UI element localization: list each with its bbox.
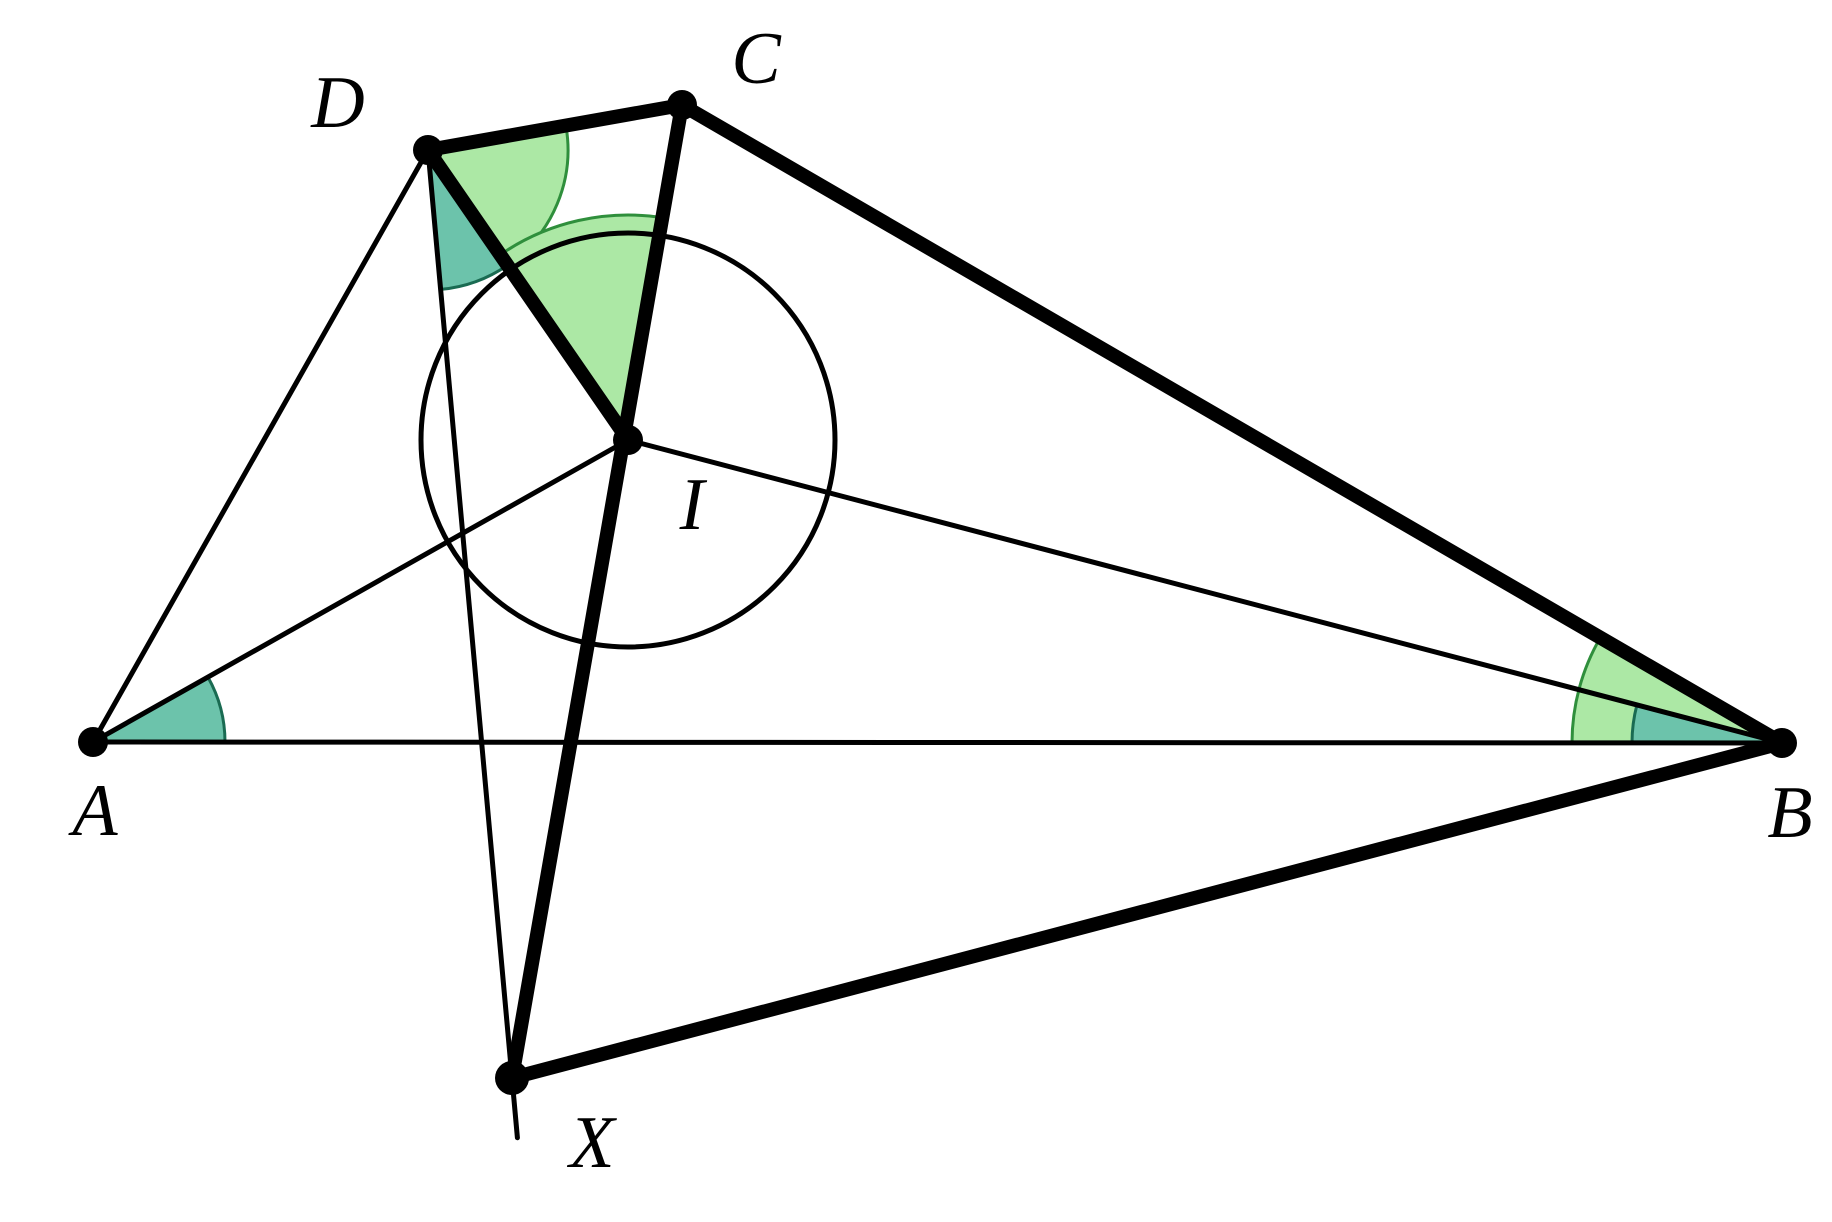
angle-fill-layer <box>87 123 1788 745</box>
incircle-layer <box>418 230 838 650</box>
vertex-dot-A <box>78 727 108 757</box>
vertex-label-D: D <box>310 62 364 144</box>
segment-I-B <box>625 437 1785 746</box>
vertex-dot-layer <box>78 90 1797 1095</box>
vertex-dot-D <box>413 135 443 165</box>
segment-X-B <box>505 736 1789 1085</box>
segment-A-I <box>90 437 631 745</box>
vertex-dot-I <box>613 425 643 455</box>
segment-D-I <box>421 143 635 447</box>
segment-C-X <box>505 98 689 1085</box>
vertex-label-A: A <box>67 770 118 852</box>
segment-A-D <box>90 147 431 745</box>
vertex-dot-B <box>1767 728 1797 758</box>
vertex-label-layer: A B C D I X <box>67 18 1812 1184</box>
vertex-label-I: I <box>679 464 708 546</box>
segment-layer <box>90 98 1789 1141</box>
vertex-label-X: X <box>566 1102 617 1184</box>
angle-mark-I-CID <box>498 213 666 444</box>
vertex-label-B: B <box>1767 772 1812 854</box>
incircle <box>418 230 838 650</box>
segment-D-X-extended <box>425 147 520 1141</box>
segment-C-B <box>675 98 1789 750</box>
segment-D-C <box>421 98 689 157</box>
vertex-label-C: C <box>731 18 782 100</box>
vertex-dot-X <box>495 1061 529 1095</box>
segment-A-B <box>90 739 1785 746</box>
vertex-dot-C <box>667 90 697 120</box>
